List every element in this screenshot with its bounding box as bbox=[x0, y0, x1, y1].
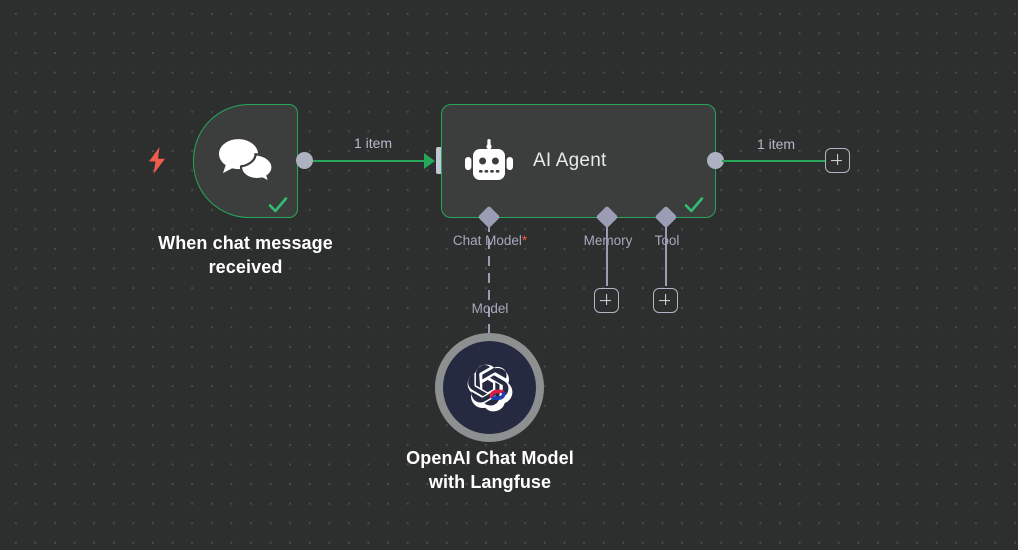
add-node-button-tool[interactable] bbox=[653, 288, 678, 313]
edge-trigger-to-agent[interactable] bbox=[311, 160, 432, 163]
check-icon bbox=[684, 197, 704, 213]
chat-bubbles-icon bbox=[218, 139, 274, 184]
add-node-button-memory[interactable] bbox=[594, 288, 619, 313]
robot-icon bbox=[465, 139, 513, 180]
required-asterisk: * bbox=[521, 233, 528, 248]
node-when-chat-message-received[interactable] bbox=[193, 104, 298, 218]
edge-memory[interactable] bbox=[606, 222, 609, 286]
edge-label-items-1: 1 item bbox=[353, 135, 393, 151]
openai-logo-icon bbox=[467, 364, 512, 411]
lightning-bolt-icon bbox=[149, 147, 165, 174]
check-icon bbox=[268, 197, 288, 213]
node-label-openai: OpenAI Chat Model with Langfuse bbox=[406, 448, 574, 493]
node-title-ai-agent: AI Agent bbox=[533, 150, 607, 171]
node-openai-chat-model[interactable] bbox=[435, 333, 544, 442]
port-agent-output[interactable] bbox=[707, 152, 724, 169]
port-trigger-output[interactable] bbox=[296, 152, 313, 169]
port-label-chat-model: Chat Model* bbox=[431, 233, 549, 248]
edge-arrowhead-icon bbox=[424, 153, 435, 169]
node-label-trigger: When chat message received bbox=[158, 233, 333, 278]
port-label-chat-model-text: Chat Model bbox=[452, 233, 522, 248]
edge-agent-to-add[interactable] bbox=[722, 160, 826, 163]
edge-label-model: Model bbox=[471, 301, 509, 316]
edge-label-items-2: 1 item bbox=[756, 136, 796, 152]
edge-chat-model-dashed[interactable] bbox=[488, 222, 491, 346]
langfuse-badge-icon bbox=[489, 389, 506, 400]
edge-tool[interactable] bbox=[665, 222, 668, 286]
node-ai-agent[interactable]: AI Agent bbox=[441, 104, 716, 218]
add-node-button-output[interactable] bbox=[825, 148, 850, 173]
